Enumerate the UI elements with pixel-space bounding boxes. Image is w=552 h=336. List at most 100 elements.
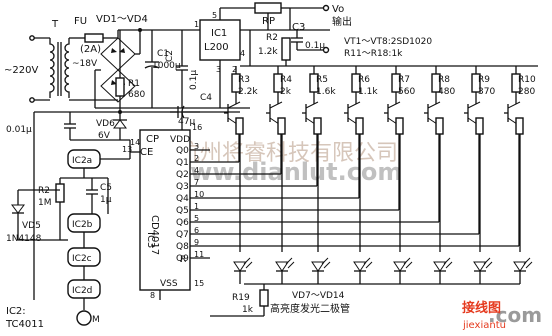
r10-value: 280 [518,87,535,97]
watermark-brand-url: jiexiantu [462,320,506,331]
r6-value: 1.1k [358,87,378,97]
r8-value: 480 [438,87,455,97]
led-symbol [393,261,407,272]
c5-label: C5 [100,183,112,193]
vd5-value: 1N4148 [6,234,42,244]
output-pin-q1: 2 [194,154,199,163]
transistor-collector [387,101,401,109]
svg-text:1: 1 [194,20,199,29]
c4-label: C4 [200,93,212,103]
transistor-collector [227,101,241,109]
ce-label: CE [140,147,153,158]
c2-label: C2 [165,50,175,62]
ic3-part: CD4017 [149,215,160,255]
base-resistor [435,117,444,135]
svg-text:3: 3 [216,65,221,74]
ac-input-section: ~220V T ~18V [4,19,98,103]
output-pin-q7: 6 [194,226,199,235]
transistor-collector [269,101,283,109]
output-pin-q4: 10 [194,190,204,199]
led-light-ray [525,261,533,269]
ic2-name: IC2: [6,306,26,317]
r2b-value: 1M [38,198,52,208]
zener-supply: R1 680 VD6 6V 0.01μ [6,30,200,300]
output-q0: Q0 [176,146,189,156]
led-output-row: R19 1k VD7～VD14 高亮度发光二极管 [210,289,350,317]
led-channels: R32.2kR42kR51.6kR61.1kR7560R8480R9370R10… [210,66,536,290]
transformer-primary [49,38,55,98]
ic1-part: L200 [204,42,229,53]
output-pin-q9: 11 [194,250,204,259]
small-cap-value: 0.01μ [6,125,32,135]
ic2c-label: IC2c [72,254,92,264]
led-light-ray [363,257,371,265]
base-resistor [395,117,404,135]
vdd-label: VDD [170,135,190,145]
led-light-ray [285,257,293,265]
led-light-ray [245,261,253,269]
led-light-ray [243,257,251,265]
fuse: FU (2A) [69,16,118,101]
c3-value: 0.1μ [305,41,325,51]
r10-label: R10 [518,75,536,85]
vd5-label: VD5 [22,221,41,231]
c4-value: 47μ [178,117,195,127]
svg-text:2: 2 [232,65,237,74]
output-q1: Q1 [176,158,189,168]
r19-value: 1k [242,305,254,315]
ic2b-label: IC2b [72,220,93,230]
r8-label: R8 [438,75,450,85]
svg-text:8: 8 [150,291,155,300]
base-resistor [277,117,286,135]
led-symbol [433,261,447,272]
transistor-note: VT1～VT8:2SD1020 [344,37,432,47]
r4-label: R4 [280,75,292,85]
c3-label: C3 [292,22,305,33]
led-light-ray [523,257,531,265]
output-q9: Q9 [176,254,189,264]
r3-label: R3 [238,75,250,85]
svg-text:14: 14 [130,138,140,147]
bridge-label: VD1～VD4 [96,14,148,25]
base-resistor [475,117,484,135]
cp-label: CP [146,134,159,145]
led-light-ray [443,257,451,265]
led-symbol [473,261,487,272]
svg-text:5: 5 [212,11,217,20]
svg-text:16: 16 [192,123,202,132]
output-q2: Q2 [176,170,189,180]
c1-label: C1 [157,49,169,59]
ic2-part: TC4011 [5,319,44,330]
transformer-label: T [51,19,59,30]
output-section: RP Vo 输出 C3 0.1μ R2 1.2k VT1～VT8:2SD1020… [219,2,432,66]
led-light-ray [405,261,413,269]
led-light-ray [485,261,493,269]
vo-desc: 输出 [332,15,352,28]
r2-label: R2 [266,33,278,43]
led-symbol [513,261,527,272]
output-q6: Q6 [176,218,189,228]
led-light-ray [321,257,329,265]
ic2d-label: IC2d [72,286,92,296]
ic2a-label: IC2a [72,156,92,166]
output-q5: Q5 [176,206,189,216]
r2-value: 1.2k [258,47,278,57]
oscillator-ic2: IC2a IC2b IC2c IC2d R2 1M C5 1μ VD5 [5,149,140,330]
secondary-voltage-label: ~18V [72,59,98,69]
r3-value: 2.2k [238,87,258,97]
watermark-brand: 接线图 [462,300,501,316]
base-resistor [515,117,524,135]
counter-ic3: CP CE VDD VSS R CD4017 IC3 14 13 16 15 8 [122,112,204,300]
r5-value: 1.6k [316,87,336,97]
output-pin-q5: 1 [194,202,199,211]
transistor-collector [347,101,361,109]
r5-label: R5 [316,75,328,85]
c2-value: 0.1μ [189,70,199,90]
led-light-ray [323,261,331,269]
base-resistor [235,117,244,135]
ic3-label: IC3 [145,232,156,248]
r1-value: 680 [128,90,145,100]
capacitor-c1: C1 1000μ [144,30,181,108]
